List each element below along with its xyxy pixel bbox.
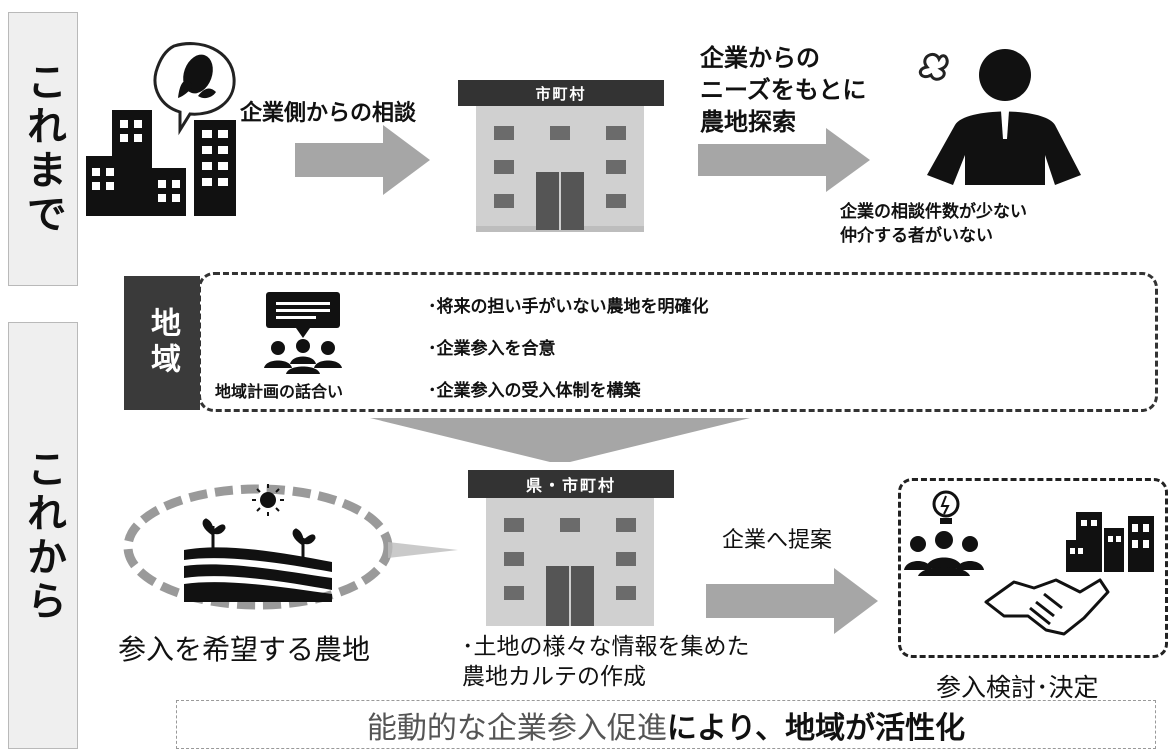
side-label-before-text: これまで — [20, 61, 66, 237]
meeting-caption: 地域計画の話合い — [215, 382, 344, 401]
company-buildings-icon — [86, 42, 236, 216]
meeting-icon — [264, 292, 342, 374]
prefecture-municipal-building: 県・市町村 — [468, 468, 674, 628]
decision-box — [898, 478, 1168, 658]
problem-text: 企業の相談件数が少ない 仲介する者がいない — [840, 202, 1027, 246]
arrow2-label: 企業からの ニーズをもとに 農地探索 — [700, 44, 867, 136]
deal-handshake-icon — [904, 490, 1154, 636]
region-bullet-1: ･将来の担い手がいない農地を明確化 — [428, 297, 709, 317]
farmland-icon — [123, 484, 458, 610]
decision-label: 参入検討･決定 — [936, 673, 1099, 702]
footer-banner: 能動的な企業参入促進により、地域が活性化 — [176, 700, 1156, 749]
footer-highlight: 能動的な企業参入促進 — [366, 710, 667, 746]
side-label-before: これまで — [8, 12, 78, 286]
region-tag: 地域 — [124, 276, 200, 410]
arrow1-label: 企業側からの相談 — [240, 101, 417, 126]
building-sign: 県・市町村 — [468, 470, 674, 498]
arrow-down — [370, 418, 750, 462]
building-sign: 市町村 — [458, 80, 664, 106]
troubled-person-icon — [918, 49, 1081, 185]
arrow-right — [295, 125, 430, 195]
building-caption: ･土地の様々な情報を集めた 農地カルテの作成 — [462, 634, 750, 690]
region-bullet-2: ･企業参入を合意 — [428, 339, 556, 359]
side-label-after: これから — [8, 322, 78, 749]
arrow-right — [698, 128, 870, 192]
region-bullet-3: ･企業参入の受入体制を構築 — [428, 381, 641, 401]
arrow-right — [706, 568, 878, 634]
side-label-after-text: これから — [20, 447, 66, 624]
footer-rest: により、地域が活性化 — [666, 710, 966, 746]
municipal-building: 市町村 — [458, 76, 664, 232]
proposal-arrow-label: 企業へ提案 — [722, 528, 833, 553]
farmland-label: 参入を希望する農地 — [118, 633, 371, 666]
